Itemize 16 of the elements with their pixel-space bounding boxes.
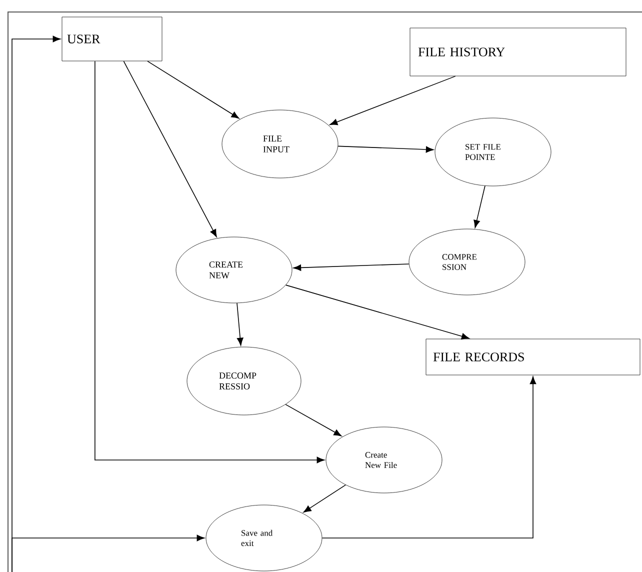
process-box: FILE RECORDS — [426, 338, 640, 376]
arrow — [330, 76, 456, 126]
process-box: USER — [62, 16, 162, 62]
arrow — [285, 404, 342, 436]
arrow — [147, 60, 240, 119]
process-box: FILE HISTORY — [410, 28, 626, 76]
arrow — [303, 484, 346, 513]
arrow — [123, 60, 217, 238]
arrow — [12, 534, 205, 572]
arrow — [285, 284, 470, 340]
arrow — [94, 60, 325, 464]
arrow — [293, 264, 410, 271]
arrow — [338, 146, 434, 153]
arrow — [322, 376, 536, 538]
arrow — [236, 302, 244, 346]
arrow — [474, 185, 486, 228]
